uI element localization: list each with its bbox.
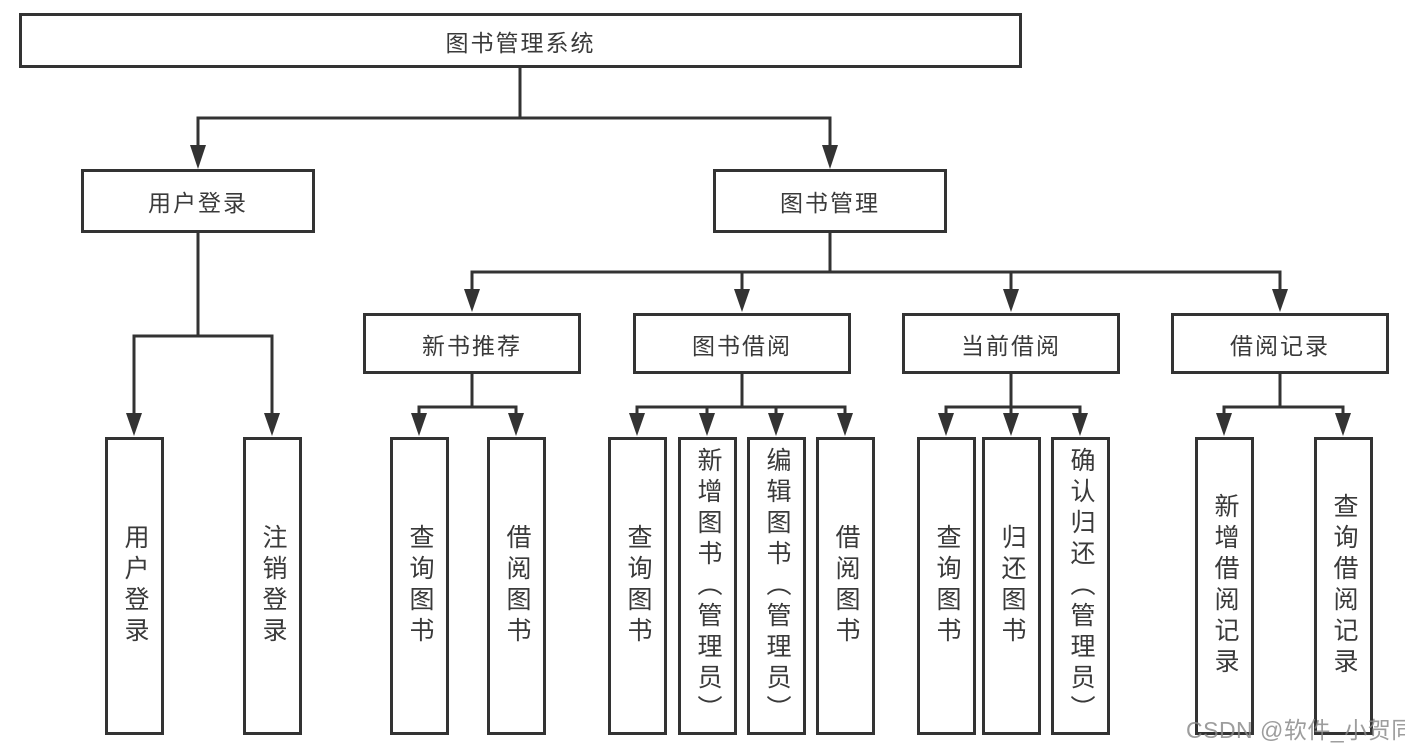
leaf-recommend-borrow-book-label: 借阅图书 (503, 524, 531, 648)
node-root: 图书管理系统 (19, 13, 1022, 68)
node-root-label: 图书管理系统 (445, 29, 596, 56)
node-user-login: 用户登录 (81, 169, 315, 233)
node-book-management: 图书管理 (713, 169, 947, 233)
leaf-edit-book-admin: 编辑图书（管理员） (747, 437, 806, 735)
node-user-login-label: 用户登录 (148, 190, 248, 216)
node-book-borrow-label: 图书借阅 (692, 332, 792, 359)
leaf-user-login: 用户登录 (105, 437, 164, 735)
leaf-logout-label: 注销登录 (259, 524, 287, 648)
node-borrow-records: 借阅记录 (1171, 313, 1389, 374)
leaf-add-borrow-record-label: 新增借阅记录 (1211, 493, 1239, 679)
node-borrow-records-label: 借阅记录 (1230, 332, 1330, 359)
node-new-book-recommend-label: 新书推荐 (422, 332, 522, 359)
node-new-book-recommend: 新书推荐 (363, 313, 581, 374)
leaf-recommend-query-book-label: 查询图书 (406, 524, 434, 648)
leaf-borrow-query-book-label: 查询图书 (624, 524, 652, 648)
leaf-recommend-borrow-book: 借阅图书 (487, 437, 546, 735)
leaf-add-book-admin-label: 新增图书（管理员） (694, 446, 722, 726)
node-book-borrow: 图书借阅 (633, 313, 851, 374)
leaf-logout: 注销登录 (243, 437, 302, 735)
leaf-user-login-label: 用户登录 (121, 524, 149, 648)
node-current-borrow-label: 当前借阅 (961, 332, 1061, 359)
leaf-recommend-query-book: 查询图书 (390, 437, 449, 735)
node-book-management-label: 图书管理 (780, 190, 880, 216)
leaf-borrow-query-book: 查询图书 (608, 437, 667, 735)
leaf-query-borrow-record-label: 查询借阅记录 (1330, 493, 1358, 679)
leaf-query-borrow-record: 查询借阅记录 (1314, 437, 1373, 735)
leaf-return-book-label: 归还图书 (998, 524, 1026, 648)
leaf-add-book-admin: 新增图书（管理员） (678, 437, 737, 735)
leaf-current-query-book: 查询图书 (917, 437, 976, 735)
leaf-current-query-book-label: 查询图书 (933, 524, 961, 648)
node-current-borrow: 当前借阅 (902, 313, 1120, 374)
arrowheads (126, 145, 1351, 436)
leaf-borrow-book-label: 借阅图书 (832, 524, 860, 648)
leaf-confirm-return-admin-label: 确认归还（管理员） (1067, 446, 1095, 726)
csdn-watermark: CSDN @软件_小贺同学 (1186, 717, 1405, 743)
leaf-return-book: 归还图书 (982, 437, 1041, 735)
leaf-add-borrow-record: 新增借阅记录 (1195, 437, 1254, 735)
leaf-borrow-book: 借阅图书 (816, 437, 875, 735)
leaf-confirm-return-admin: 确认归还（管理员） (1051, 437, 1110, 735)
leaf-edit-book-admin-label: 编辑图书（管理员） (763, 446, 791, 726)
